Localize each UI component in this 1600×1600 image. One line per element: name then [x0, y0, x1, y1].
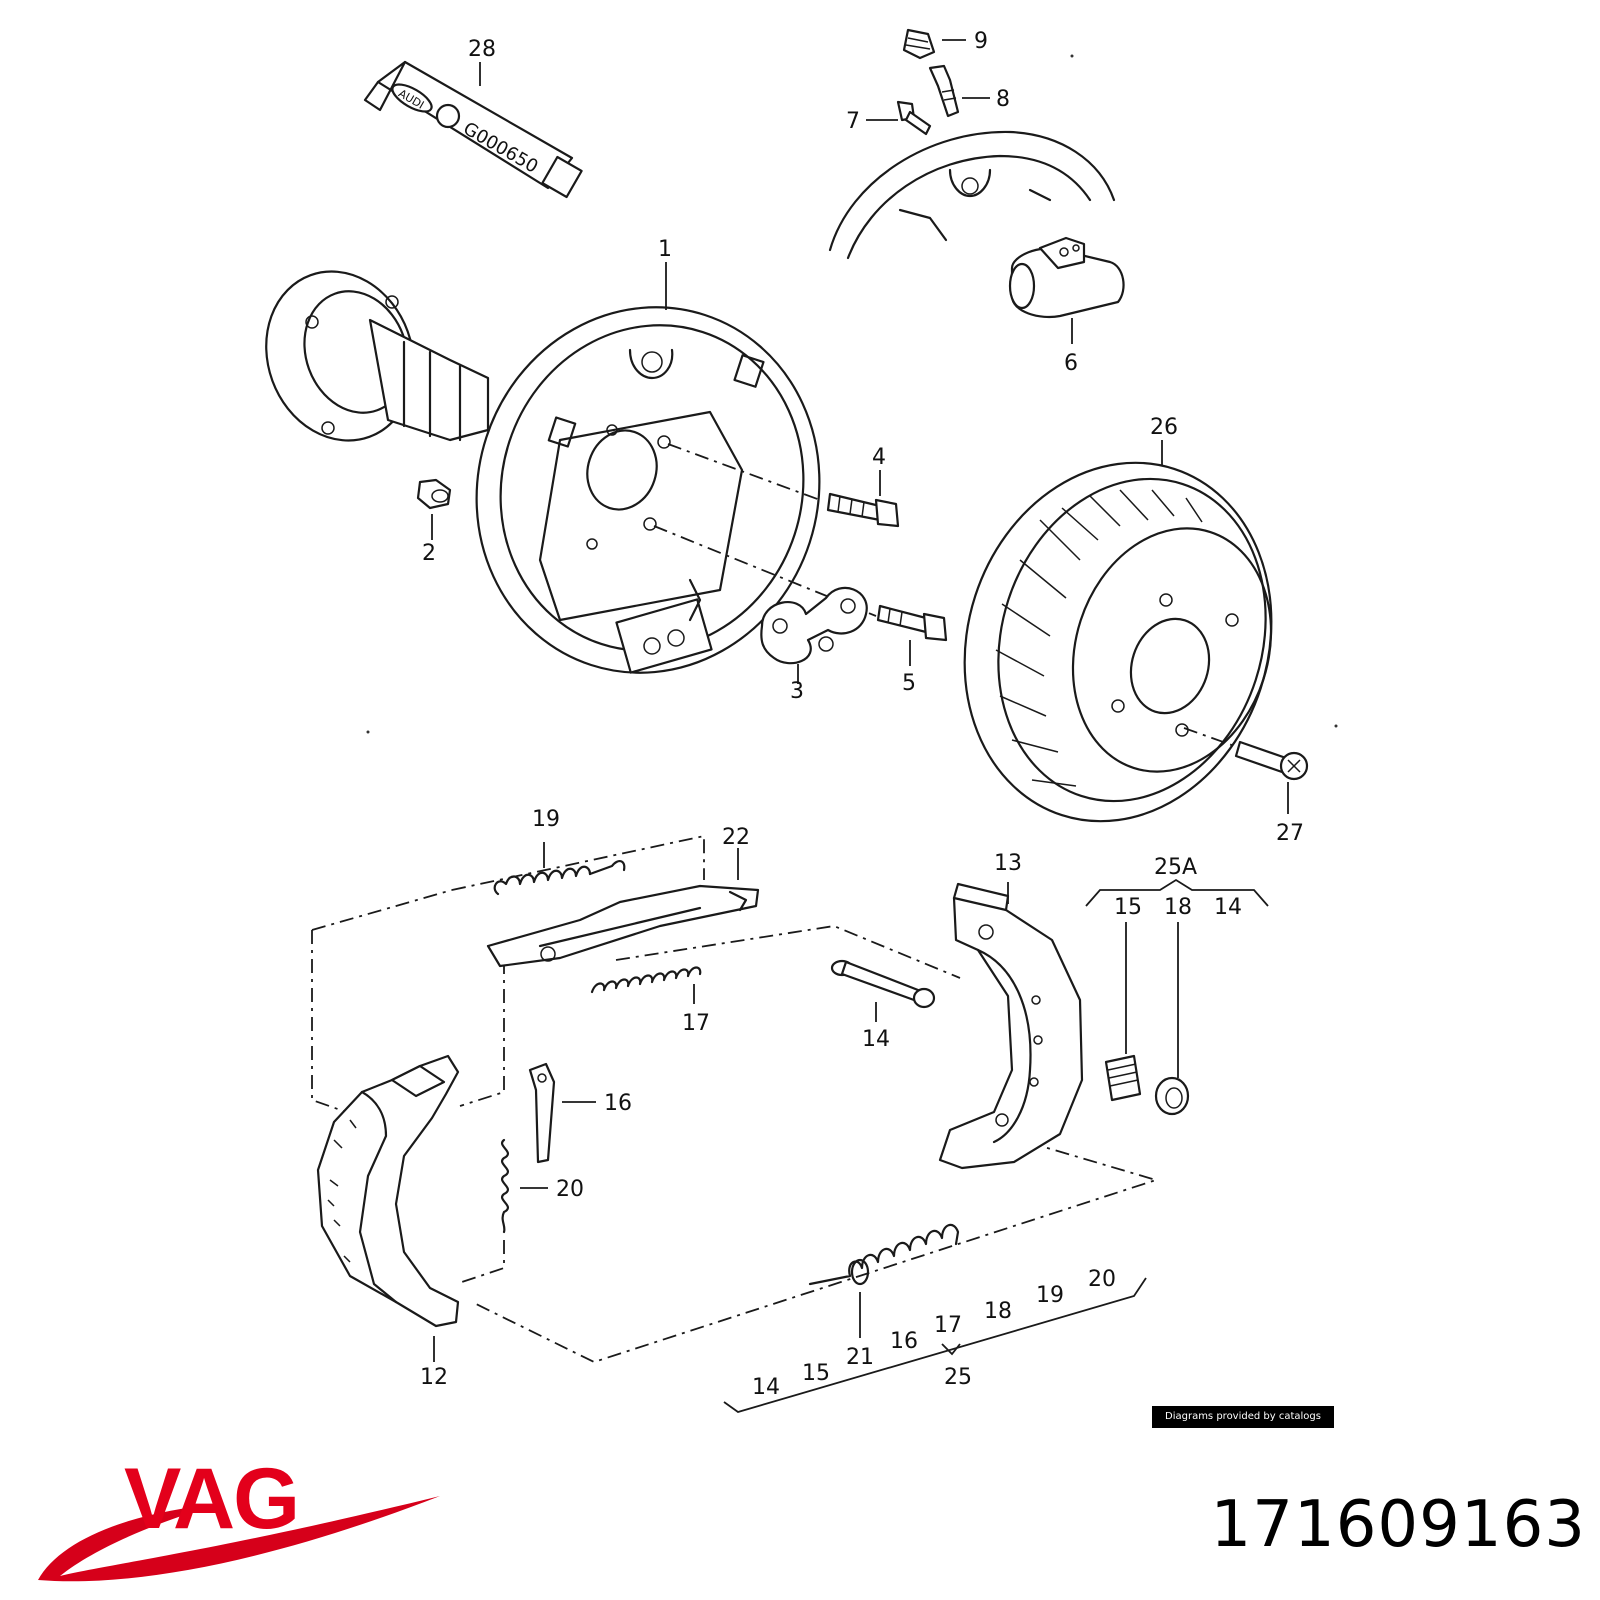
callout-14-kit: 14: [1214, 895, 1242, 920]
callout-20: 20: [556, 1177, 584, 1202]
callout-16: 16: [604, 1091, 632, 1116]
cylinder-bolt: [896, 100, 932, 136]
bleeder-cap: [902, 28, 936, 60]
brake-shoe-left: [316, 1054, 460, 1328]
callout-6: 6: [1064, 351, 1078, 376]
callout-9: 9: [974, 29, 988, 54]
part-number: 171609163: [1210, 1488, 1586, 1562]
grease-tube: AUDI G000650: [363, 60, 583, 199]
callout-7: 7: [846, 109, 860, 134]
callout-4: 4: [872, 445, 886, 470]
callout-15-kit: 15: [1114, 895, 1142, 920]
drum-screw: [1234, 740, 1309, 781]
axle-bolt: [826, 492, 900, 528]
kit-16: 16: [890, 1329, 918, 1354]
kit-14: 14: [752, 1375, 780, 1400]
kit-19: 19: [1036, 1283, 1064, 1308]
kit-17: 17: [934, 1313, 962, 1338]
callout-12: 12: [420, 1365, 448, 1390]
kit-15: 15: [802, 1361, 830, 1386]
callout-26: 26: [1150, 415, 1178, 440]
lever-spring: [501, 1138, 510, 1234]
adjuster-strut: [486, 884, 760, 968]
return-spring-upper: [493, 860, 626, 896]
callout-8: 8: [996, 87, 1010, 112]
logo-swoosh: [38, 1496, 440, 1582]
callout-17: 17: [682, 1011, 710, 1036]
callout-25: 25: [944, 1365, 972, 1390]
lock-plate: [760, 586, 868, 665]
vag-logo: VAG: [38, 1451, 440, 1582]
bleeder-valve: [928, 64, 960, 118]
diagram-credit: Diagrams provided by catalogs parts: [1152, 1406, 1334, 1444]
callout-1: 1: [658, 237, 672, 262]
backing-plate-detail: [828, 130, 1116, 260]
plate-bolt: [876, 604, 948, 642]
callout-5: 5: [902, 671, 916, 696]
callout-28: 28: [468, 37, 496, 62]
callout-27: 27: [1276, 821, 1304, 846]
plug: [416, 478, 452, 510]
stub-axle-hub: [265, 270, 490, 442]
callout-3: 3: [790, 679, 804, 704]
brake-shoe-right: [938, 882, 1084, 1170]
return-spring-lower: [590, 966, 702, 994]
backing-plate: [475, 306, 821, 674]
callout-25A: 25A: [1154, 855, 1197, 880]
spring-cup: [1154, 1076, 1190, 1116]
retaining-pin: [830, 959, 936, 1009]
callout-21: 21: [846, 1345, 874, 1370]
callout-19: 19: [532, 807, 560, 832]
callout-2: 2: [422, 541, 436, 566]
logo-wordmark: VAG: [124, 1451, 298, 1547]
callout-13: 13: [994, 851, 1022, 876]
callout-18-kit: 18: [1164, 895, 1192, 920]
hold-down-spring: [1104, 1054, 1142, 1102]
callout-22: 22: [722, 825, 750, 850]
adjusting-lever: [528, 1062, 556, 1164]
callout-14: 14: [862, 1027, 890, 1052]
lower-return-spring: [808, 1223, 960, 1286]
kit-20: 20: [1088, 1267, 1116, 1292]
wheel-cylinder: [1008, 236, 1125, 319]
brake-drum: [963, 461, 1273, 823]
kit-18: 18: [984, 1299, 1012, 1324]
